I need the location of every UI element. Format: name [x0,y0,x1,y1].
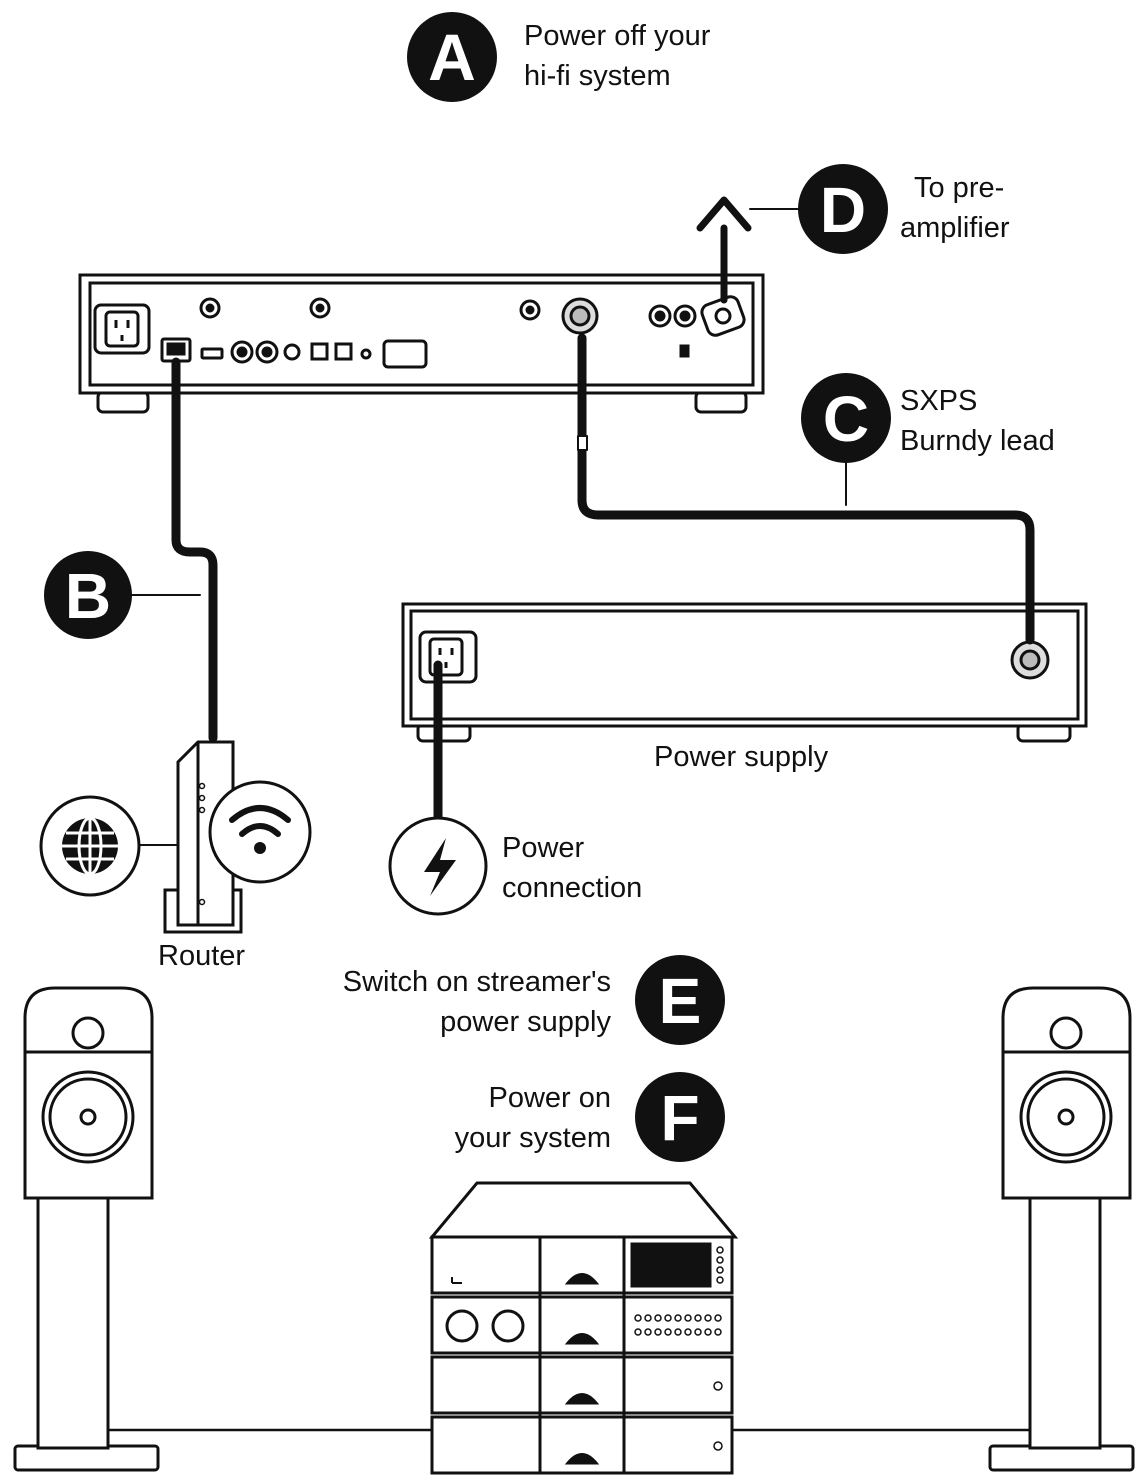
svg-text:D: D [820,174,866,246]
streamer-power-inlet [93,303,151,355]
left-speaker [13,986,160,1472]
step-a-label-line1: Power off your [524,20,711,52]
step-d-label-line2: amplifier [900,212,1010,244]
right-speaker [988,986,1135,1472]
step-a-badge: A [407,12,497,102]
router [163,740,243,934]
ethernet-cable [171,357,218,743]
step-f-label-line2: your system [454,1122,611,1154]
step-f-label-line1: Power on [488,1082,611,1114]
step-b-badge: B [44,551,132,639]
lightning-bolt-icon [388,816,488,916]
step-e-label: Switch on streamer's power supply [343,962,611,1042]
step-e-label-line2: power supply [440,1006,611,1038]
step-f-badge: F [635,1072,725,1162]
hifi-stack [428,1181,739,1475]
power-supply-burndy-socket [1010,640,1050,680]
power-connection-label: Power connection [502,828,642,908]
step-c-label: SXPS Burndy lead [900,381,1055,461]
svg-text:F: F [660,1082,699,1154]
step-d-label: To pre- amplifier [900,168,1010,248]
streamer-burndy-socket [561,297,599,335]
step-a-label: Power off your hi-fi system [524,16,710,96]
step-e-label-line1: Switch on streamer's [342,966,611,998]
step-d-badge: D [798,164,888,254]
svg-text:C: C [823,383,869,455]
step-c-label-line1: SXPS [900,385,978,417]
svg-text:A: A [428,20,476,94]
burndy-lead-cable [577,333,1035,645]
streamer-output-socket [700,295,746,337]
power-connection-line1: Power [502,832,585,864]
svg-text:E: E [659,965,702,1037]
step-d-label-line1: To pre- [914,172,1005,204]
step-c-badge: C [801,373,891,463]
power-supply-inlet [418,630,478,684]
step-a-label-line2: hi-fi system [524,60,671,92]
power-supply-unit [401,602,1088,743]
step-f-label: Power on your system [455,1078,611,1158]
svg-text:B: B [65,560,111,632]
router-label: Router [158,940,246,972]
streamer-unit [78,273,765,414]
power-connection-line2: connection [502,872,643,904]
step-e-badge: E [635,955,725,1045]
power-supply-label: Power supply [654,741,829,773]
arrow-to-preamp [696,196,752,232]
wifi-icon [208,780,312,884]
step-c-label-line2: Burndy lead [900,425,1055,457]
globe-icon [39,795,141,897]
